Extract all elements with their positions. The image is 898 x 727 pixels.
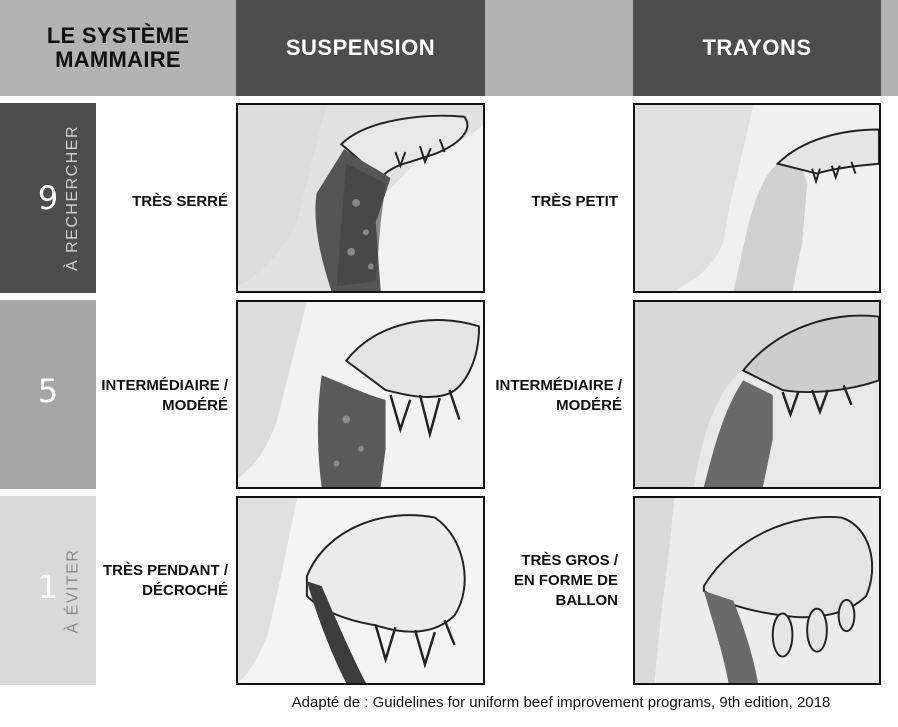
- suspension-illustration-1: [236, 496, 485, 685]
- trayons-illustration-5: [633, 300, 881, 489]
- source-citation: Adapté de : Guidelines for uniform beef …: [291, 693, 831, 711]
- score-bar-9: 9 À RECHERCHER: [0, 103, 96, 293]
- score-value: 9: [37, 179, 59, 217]
- side-label-avoid: À ÉVITER: [64, 548, 81, 633]
- score-value: 5: [37, 372, 59, 410]
- header-spacer-right: [881, 0, 898, 96]
- trayons-label-5: INTERMÉDIAIRE / MODÉRÉ: [495, 377, 622, 414]
- score-bar-5: 5: [0, 300, 96, 489]
- side-label-recommended: À RECHERCHER: [64, 124, 82, 272]
- score-bar-1: 1 À ÉVITER: [0, 496, 96, 685]
- suspension-illustration-9: [236, 103, 485, 293]
- suspension-label-5: INTERMÉDIAIRE / MODÉRÉ: [101, 377, 228, 414]
- trayons-label-9: TRÈS PETIT: [531, 193, 618, 210]
- suspension-label-1: TRÈS PENDANT / DÉCROCHÉ: [102, 562, 228, 599]
- diagram-title: LE SYSTÈME MAMMAIRE: [0, 0, 236, 96]
- column-header-trayons: TRAYONS: [633, 0, 881, 96]
- suspension-label-9: TRÈS SERRÉ: [132, 193, 228, 210]
- score-value: 1: [37, 568, 59, 606]
- title-line-1: LE SYSTÈME: [46, 23, 190, 48]
- header-spacer: [485, 0, 633, 96]
- trayons-label-1: TRÈS GROS / EN FORME DE BALLON: [513, 552, 618, 609]
- suspension-illustration-5: [236, 300, 485, 489]
- title-line-2: MAMMAIRE: [55, 47, 181, 72]
- trayons-illustration-1: [633, 496, 881, 685]
- column-header-suspension: SUSPENSION: [236, 0, 485, 96]
- trayons-illustration-9: [633, 103, 881, 293]
